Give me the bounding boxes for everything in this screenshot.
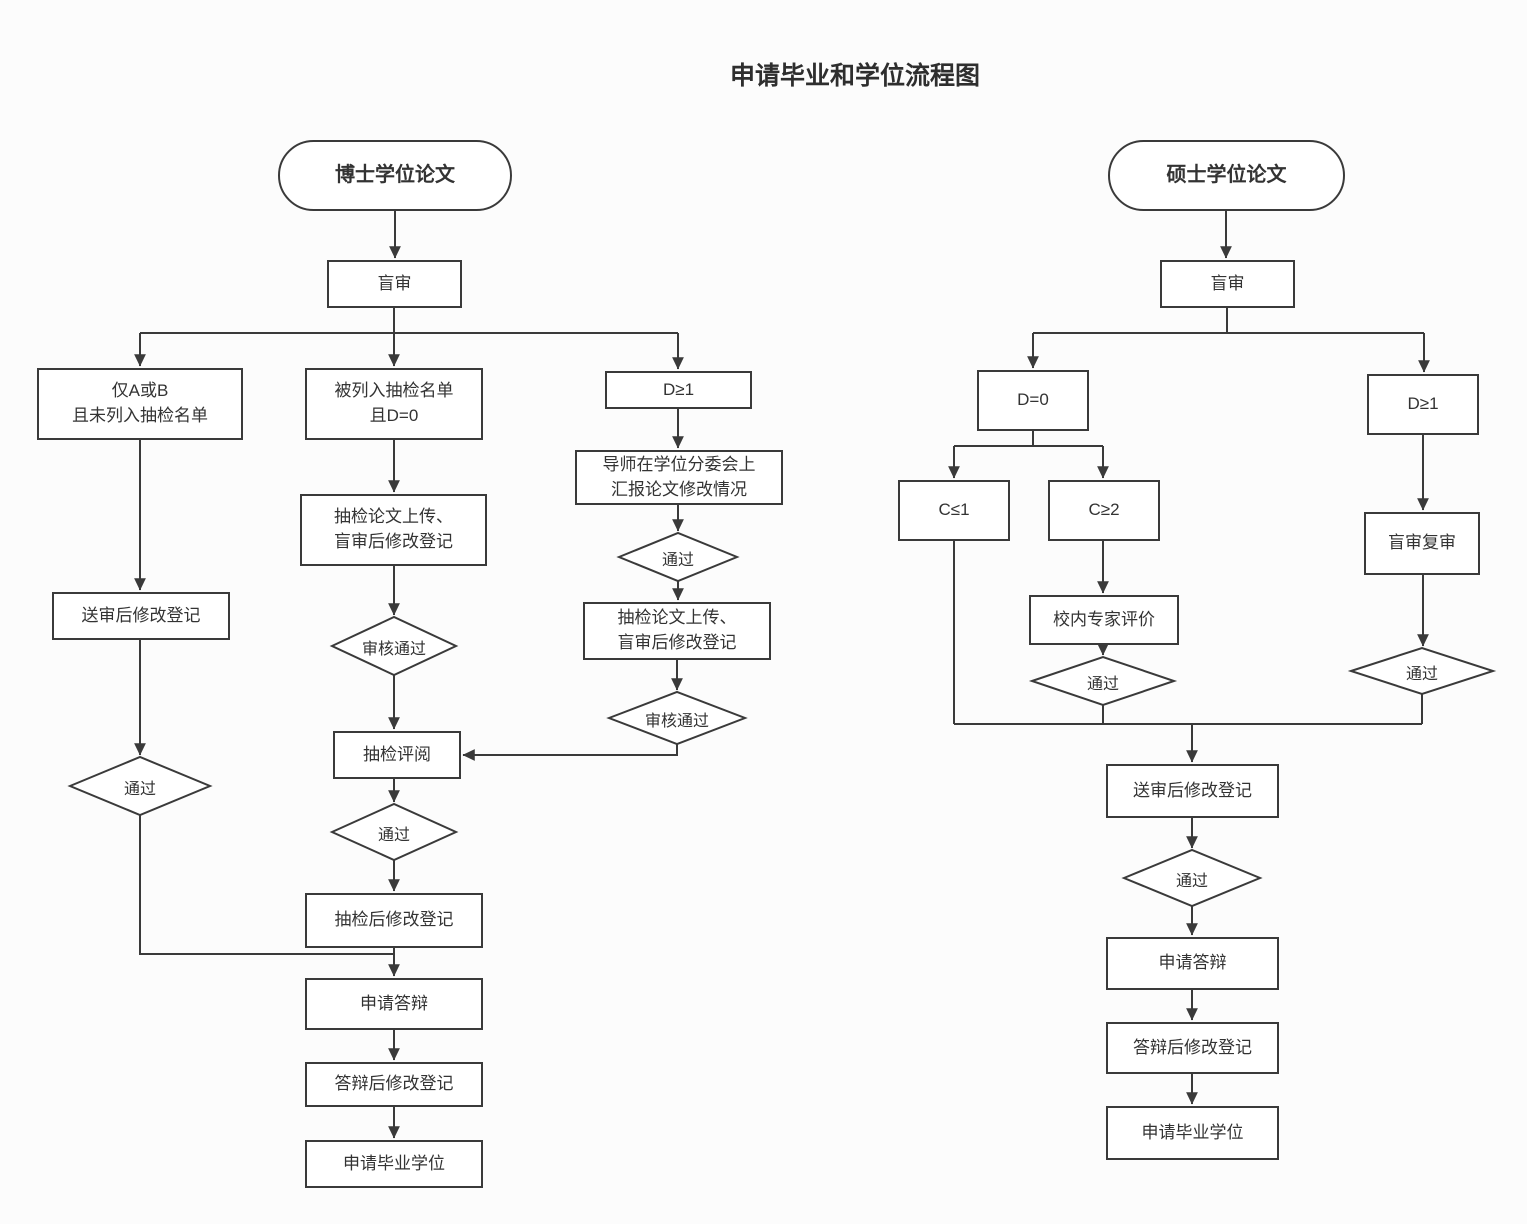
decision-diamonds: [67, 531, 1497, 908]
edge-phd-reviewd-sample: [462, 744, 678, 761]
master-pass-final-diamond: [1121, 848, 1263, 908]
master-post-review-registration-node: 送审后修改登记: [1106, 764, 1279, 818]
master-blind-recheck-node: 盲审复审: [1364, 512, 1480, 575]
phd-cond-listed-d0-node: 被列入抽检名单 且D=0: [305, 368, 483, 440]
master-cond-d0-node: D=0: [977, 370, 1089, 431]
phd-start-node: 博士学位论文: [278, 140, 512, 211]
phd-post-sampling-registration-node: 抽检后修改登记: [305, 893, 483, 948]
master-pass-d1-diamond: [1347, 646, 1497, 696]
master-apply-defense-node: 申请答辩: [1106, 937, 1279, 990]
edge-phd-passa-merge: [139, 815, 394, 955]
master-apply-degree-node: 申请毕业学位: [1106, 1106, 1279, 1160]
master-post-defense-registration-node: 答辩后修改登记: [1106, 1022, 1279, 1074]
phd-review-b-diamond: [329, 615, 459, 677]
phd-cond-only-ab-node: 仅A或B 且未列入抽检名单: [37, 368, 243, 440]
master-cond-d-ge-1-node: D≥1: [1367, 374, 1479, 435]
master-cond-c-le-1-node: C≤1: [898, 480, 1010, 541]
phd-blind-review-node: 盲审: [327, 260, 462, 308]
phd-upload-after-blind-d-node: 抽检论文上传、 盲审后修改登记: [583, 602, 771, 660]
phd-post-review-registration-node: 送审后修改登记: [52, 592, 230, 640]
phd-advisor-report-node: 导师在学位分委会上 汇报论文修改情况: [575, 450, 783, 505]
phd-sampling-review-node: 抽检评阅: [333, 731, 461, 779]
master-pass-c-diamond: [1028, 655, 1178, 707]
master-cond-c-ge-2-node: C≥2: [1048, 480, 1160, 541]
phd-apply-defense-node: 申请答辩: [305, 978, 483, 1030]
master-edges: [948, 211, 1430, 1105]
phd-pass-b-diamond: [329, 802, 459, 862]
phd-pass-a-diamond: [67, 755, 213, 817]
master-blind-review-node: 盲审: [1160, 260, 1295, 308]
phd-pass-d-diamond: [616, 531, 740, 583]
master-expert-evaluation-node: 校内专家评价: [1029, 595, 1179, 645]
phd-cond-d-ge-1-node: D≥1: [605, 371, 752, 409]
page-title: 申请毕业和学位流程图: [729, 62, 981, 90]
phd-upload-after-blind-node: 抽检论文上传、 盲审后修改登记: [300, 494, 487, 566]
phd-apply-degree-node: 申请毕业学位: [305, 1140, 483, 1188]
phd-edges: [134, 211, 684, 1139]
phd-review-d-diamond: [606, 690, 748, 746]
phd-post-defense-registration-node: 答辩后修改登记: [305, 1062, 483, 1107]
master-start-node: 硕士学位论文: [1108, 140, 1345, 211]
